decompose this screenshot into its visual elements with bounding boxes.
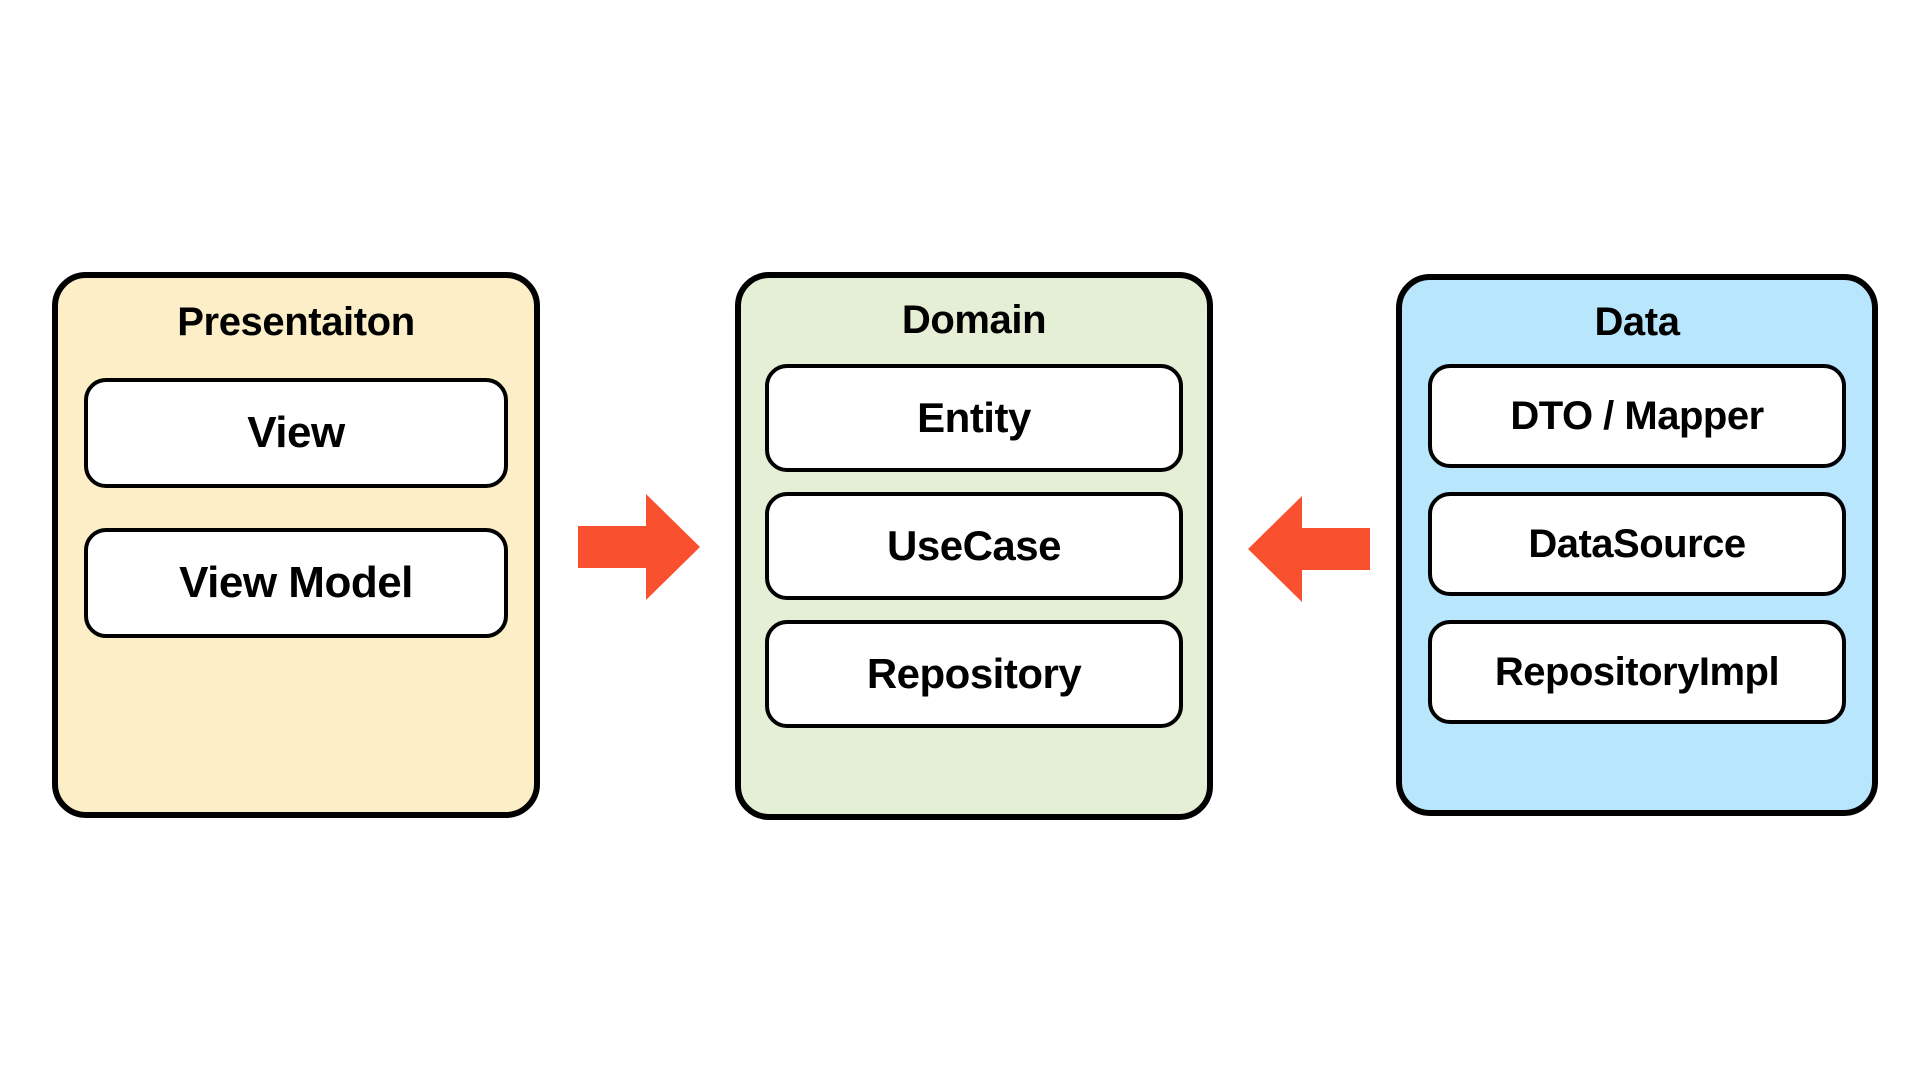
layer-item-entity[interactable]: Entity [765,364,1183,472]
layer-item-repository-impl[interactable]: RepositoryImpl [1428,620,1846,724]
layer-title-data: Data [1594,300,1680,344]
layer-panel-presentation[interactable]: Presentaiton View View Model [52,272,540,818]
layer-item-view-model[interactable]: View Model [84,528,508,638]
arrow-right-icon-presentation-to-domain [578,494,700,600]
layer-item-datasource[interactable]: DataSource [1428,492,1846,596]
layer-item-repository[interactable]: Repository [765,620,1183,728]
layer-panel-data[interactable]: Data DTO / Mapper DataSource RepositoryI… [1396,274,1878,816]
layer-item-dto-mapper[interactable]: DTO / Mapper [1428,364,1846,468]
layer-panel-domain[interactable]: Domain Entity UseCase Repository [735,272,1213,820]
layer-items-presentation: View View Model [84,378,508,782]
layer-item-view[interactable]: View [84,378,508,488]
layer-item-usecase[interactable]: UseCase [765,492,1183,600]
arrow-left-icon-data-to-domain [1248,496,1370,602]
layer-items-data: DTO / Mapper DataSource RepositoryImpl [1428,364,1846,786]
layer-title-presentation: Presentaiton [177,300,415,344]
layer-title-domain: Domain [901,298,1047,342]
layer-items-domain: Entity UseCase Repository [765,364,1183,792]
